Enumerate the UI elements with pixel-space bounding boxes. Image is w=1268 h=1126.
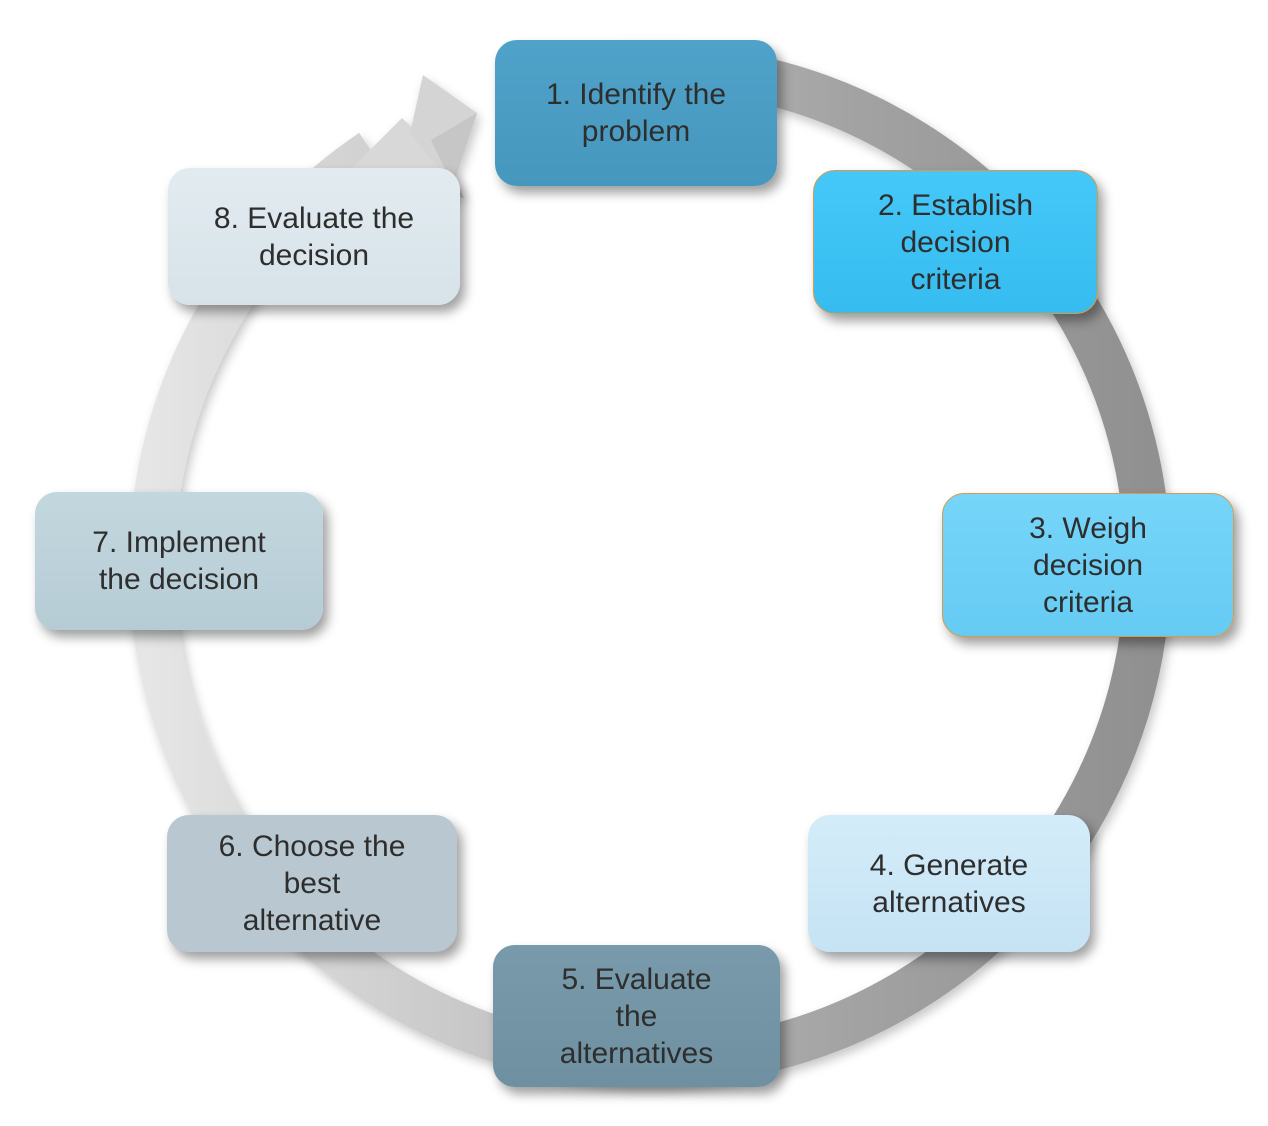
step-label-1: 1. Identify the problem <box>545 78 727 148</box>
step-label-5: 5. Evaluate the alternatives <box>559 962 714 1070</box>
step-box-8: 8. Evaluate the decision <box>168 168 460 305</box>
step-label-3: 3. Weigh decision criteria <box>1029 511 1147 619</box>
arrow-head-facet <box>431 113 477 186</box>
step-label-8: 8. Evaluate the decision <box>213 201 415 272</box>
step-box-2: 2. Establish decision criteria <box>813 170 1098 314</box>
step-label-4: 4. Generate alternatives <box>869 848 1029 919</box>
step-label-6: 6. Choose the best alternative <box>218 830 406 937</box>
step-box-7: 7. Implement the decision <box>35 492 323 630</box>
step-box-5: 5. Evaluate the alternatives <box>493 945 780 1087</box>
step-box-3: 3. Weigh decision criteria <box>942 493 1234 637</box>
step-box-4: 4. Generate alternatives <box>808 815 1090 952</box>
step-box-6: 6. Choose the best alternative <box>167 815 457 952</box>
step-label-2: 2. Establish decision criteria <box>877 188 1034 296</box>
step-box-1: 1. Identify the problem <box>495 40 777 186</box>
step-label-7: 7. Implement the decision <box>92 526 266 596</box>
